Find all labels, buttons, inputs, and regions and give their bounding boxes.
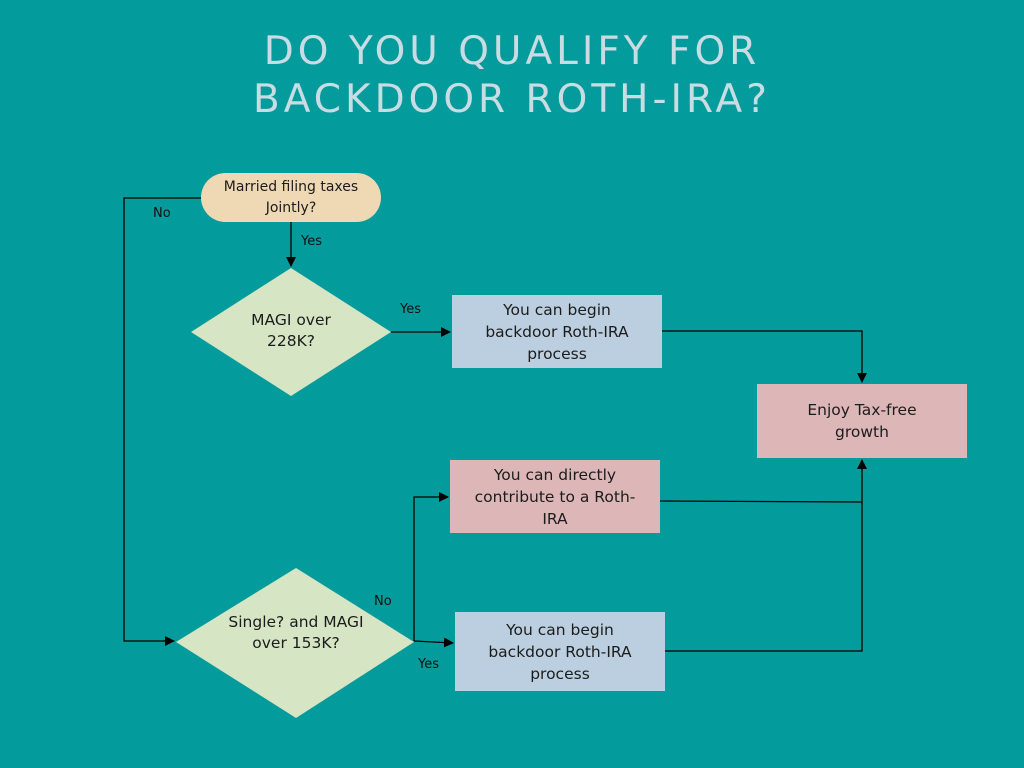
backdoor-process-box-top: You can begin backdoor Roth-IRA process: [452, 295, 662, 368]
decision-text-single: Single? and MAGI over 153K?: [228, 613, 364, 652]
edge-label-magi-yes: Yes: [400, 302, 421, 317]
title-line-1: DO YOU QUALIFY FOR: [263, 29, 761, 74]
connector-single-no-to-direct: [413, 492, 449, 641]
backdoor-process-box-bottom: You can begin backdoor Roth-IRA process: [455, 612, 665, 691]
connector-start-no-to-single: [123, 197, 201, 646]
title-line-2: BACKDOOR ROTH-IRA?: [253, 77, 771, 122]
decision-diamond-single: [176, 568, 414, 718]
edge-label-start-yes: Yes: [301, 234, 322, 249]
enjoy-tax-free-box: Enjoy Tax-free growth: [757, 384, 967, 458]
page-title: DO YOU QUALIFY FOR BACKDOOR ROTH-IRA?: [0, 28, 1024, 124]
connector-backdoor-bottom-to-enjoy: [665, 459, 867, 652]
direct-contribute-box: You can directly contribute to a Roth-IR…: [450, 460, 660, 533]
connector-single-yes-to-backdoor: [413, 637, 454, 648]
decision-text-magi-228k: MAGI over 228K?: [251, 311, 331, 350]
connector-direct-to-enjoy: [659, 500, 863, 503]
connector-backdoor-top-to-enjoy: [662, 330, 867, 383]
edge-label-single-yes: Yes: [418, 657, 439, 672]
edge-label-single-no: No: [374, 594, 392, 609]
edge-label-start-no: No: [153, 206, 171, 221]
start-node: Married filing taxes Jointly?: [201, 173, 381, 222]
decision-diamond-magi-228k: [191, 268, 391, 396]
